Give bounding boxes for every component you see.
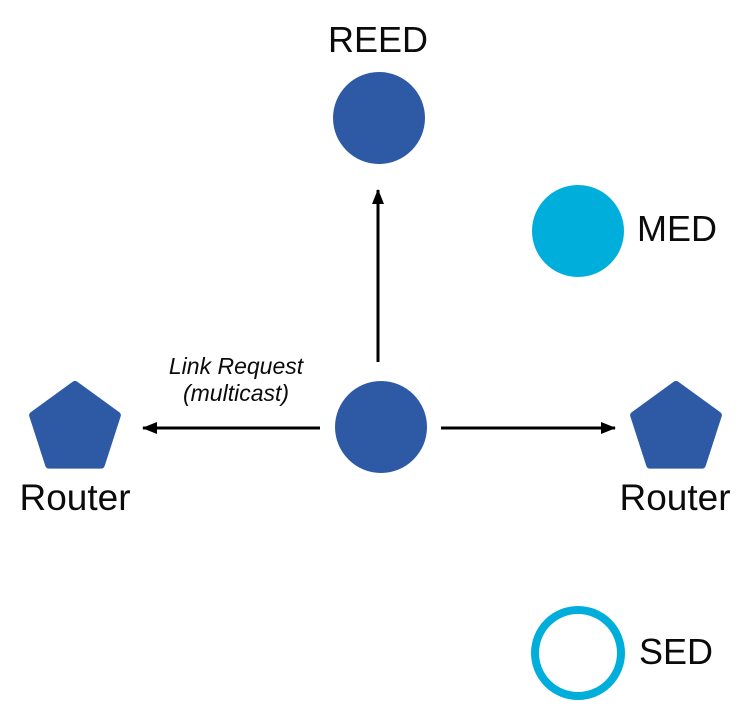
sed-label: SED [639,631,714,672]
link-request-line1: Link Request [168,353,304,379]
med-label: MED [637,208,717,249]
node-router-right-pentagon [630,381,722,469]
node-reed-circle [333,72,425,164]
node-router-left-pentagon [29,381,121,469]
node-sed-circle [531,606,625,700]
link-request-line2: (multicast) [182,380,290,406]
link-request-annotation: Link Request (multicast) [169,353,303,407]
router-right-label: Router [619,477,731,518]
node-med-circle [532,185,624,277]
node-attaching-device-circle [335,381,427,473]
router-left-label: Router [19,477,131,518]
reed-label: REED [327,19,429,60]
